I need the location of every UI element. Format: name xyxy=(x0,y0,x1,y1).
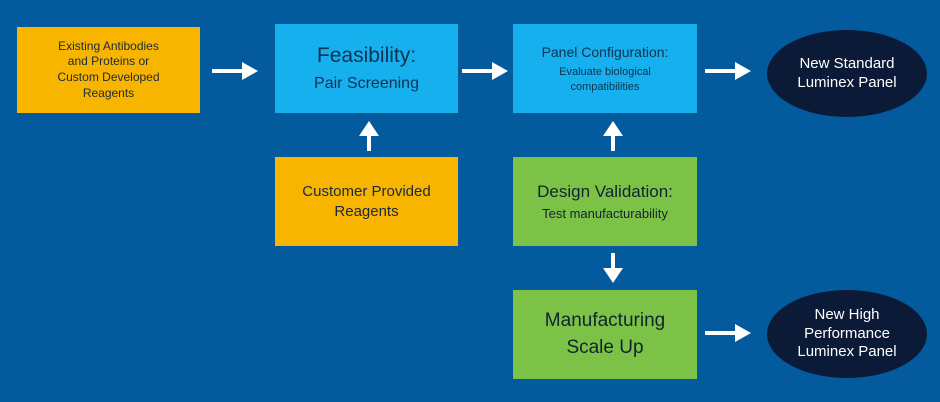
new-standard-line-1: New Standard xyxy=(799,54,895,72)
panel-configuration-box: Panel Configuration: Evaluate biological… xyxy=(513,24,697,113)
arrow-existing-to-feasibility xyxy=(212,62,258,80)
design-validation-subtitle: Test manufacturability xyxy=(542,205,668,221)
existing-reagents-line-4: Reagents xyxy=(82,85,135,100)
existing-reagents-line-2: and Proteins or xyxy=(67,54,150,69)
feasibility-subtitle: Pair Screening xyxy=(314,74,419,92)
new-high-line-3: Luminex Panel xyxy=(797,343,897,361)
feasibility-title: Feasibility: xyxy=(316,44,417,68)
existing-reagents-box: Existing Antibodies and Proteins or Cust… xyxy=(17,27,200,113)
customer-reagents-line-1: Customer Provided xyxy=(302,183,431,200)
new-high-line-1: New High xyxy=(814,305,880,323)
design-validation-box: Design Validation: Test manufacturabilit… xyxy=(513,157,697,246)
manufacturing-line-1: Manufacturing xyxy=(544,309,666,331)
feasibility-box: Feasibility: Pair Screening xyxy=(275,24,458,113)
design-validation-title: Design Validation: xyxy=(537,181,673,201)
new-high-performance-panel-oval: New High Performance Luminex Panel xyxy=(767,290,927,378)
new-standard-panel-oval: New Standard Luminex Panel xyxy=(767,30,927,117)
existing-reagents-line-1: Existing Antibodies xyxy=(58,38,159,53)
arrow-customer-to-feasibility xyxy=(359,121,379,151)
new-standard-line-2: Luminex Panel xyxy=(797,73,897,91)
arrow-panel-configuration-to-new-standard xyxy=(705,62,751,80)
arrow-design-validation-to-manufacturing xyxy=(603,253,623,283)
arrow-design-validation-to-panel-configuration xyxy=(603,121,623,151)
customer-reagents-box: Customer Provided Reagents xyxy=(275,157,458,246)
panel-configuration-line-1: Evaluate biological xyxy=(559,66,651,79)
manufacturing-scale-up-box: Manufacturing Scale Up xyxy=(513,290,697,379)
panel-configuration-title: Panel Configuration: xyxy=(541,44,669,61)
arrow-manufacturing-to-new-high-performance xyxy=(705,324,751,342)
new-high-line-2: Performance xyxy=(804,324,890,342)
existing-reagents-line-3: Custom Developed xyxy=(57,70,160,84)
customer-reagents-line-2: Reagents xyxy=(334,202,399,220)
arrow-feasibility-to-panel-configuration xyxy=(462,62,508,80)
manufacturing-line-2: Scale Up xyxy=(566,336,644,358)
panel-configuration-line-2: compatibilities xyxy=(570,80,640,93)
